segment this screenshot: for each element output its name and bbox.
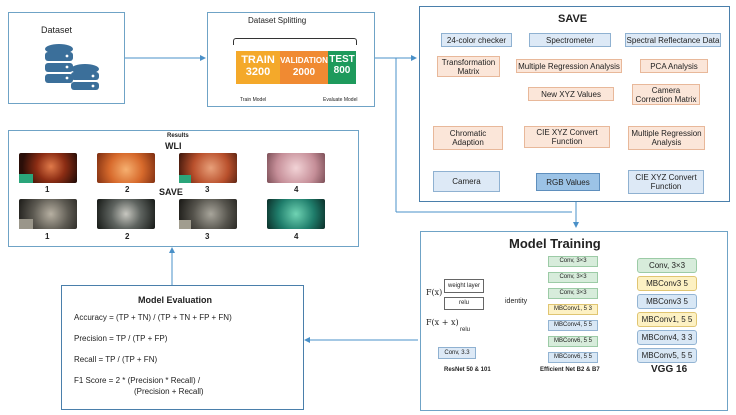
save-number-2: 2 (125, 232, 130, 241)
relu-output-label: relu (460, 327, 471, 333)
efficientnet-layer: Conv, 3×3 (548, 288, 598, 299)
dataset-splitting-panel: Dataset Splitting TRAIN 3200 VALIDATION … (207, 12, 375, 107)
validation-block: VALIDATION 2000 (280, 51, 328, 84)
efficientnet-layer: Conv, 3×3 (548, 256, 598, 267)
wli-number-4: 4 (294, 185, 299, 194)
wli-number-3: 3 (205, 185, 210, 194)
f1-formula-line2: (Precision + Recall) (134, 387, 204, 396)
chromatic-adaption-box: Chromatic Adaption (433, 126, 503, 150)
vgg-layer: MBConv3 5 (637, 294, 697, 309)
vgg-layer: MBConv5, 5 5 (637, 348, 697, 363)
efficientnet-layer: MBConv1, 5 3 (548, 304, 598, 315)
new-xyz-box: New XYZ Values (528, 87, 614, 101)
wli-label: WLI (165, 141, 182, 151)
save-image-1 (19, 199, 77, 229)
database-icon (45, 44, 99, 90)
spectrometer-box: Spectrometer (529, 33, 611, 47)
test-block: TEST 800 (328, 51, 356, 84)
transformation-matrix-box: Transformation Matrix (437, 56, 500, 77)
save-image-4 (267, 199, 325, 229)
wli-image-3 (179, 153, 237, 183)
train-name: TRAIN (241, 54, 275, 66)
test-count: 800 (333, 65, 351, 76)
conv33-box: Conv, 3.3 (438, 347, 476, 359)
fxx-label: F(x + x) (426, 318, 459, 327)
results-title: Results (167, 133, 189, 139)
train-count: 3200 (245, 66, 271, 78)
camera-box: Camera (433, 171, 500, 192)
spectral-box: Spectral Reflectance Data (625, 33, 721, 47)
split-bracket (233, 38, 357, 45)
save-results-label: SAVE (159, 187, 183, 197)
resnet-caption: ResNet 50 & 101 (444, 367, 491, 373)
vgg-layer: Conv, 3×3 (637, 258, 697, 273)
weight-layer-box: weight layer (444, 279, 484, 293)
f1-formula-line1: F1 Score = 2 * (Precision * Recall) / (74, 376, 201, 385)
efficientnet-layer: MBConv6, 5 5 (548, 352, 598, 363)
save-image-2 (97, 199, 155, 229)
precision-formula: Precision = TP / (TP + FP) (74, 334, 168, 343)
save-number-4: 4 (294, 232, 299, 241)
vgg-layer: MBConv4, 3 3 (637, 330, 697, 345)
wli-image-2 (97, 153, 155, 183)
rgb-values-box: RGB Values (536, 173, 600, 191)
efficientnet-caption: Efficient Net B2 & B7 (540, 367, 600, 373)
train-block: TRAIN 3200 (236, 51, 280, 84)
validation-count: 2000 (292, 67, 316, 78)
evaluation-title: Model Evaluation (138, 295, 213, 305)
vgg-caption: VGG 16 (651, 364, 688, 375)
splitting-title: Dataset Splitting (248, 16, 307, 25)
mra-mid-box: Multiple Regression Analysis (628, 126, 705, 150)
test-name: TEST (329, 54, 355, 65)
wli-number-2: 2 (125, 185, 130, 194)
mra-top-box: Multiple Regression Analysis (516, 59, 622, 73)
wli-image-4 (267, 153, 325, 183)
validation-name: VALIDATION (280, 56, 328, 65)
results-panel: Results WLI SAVE 1 2 3 4 1 2 3 4 (8, 130, 359, 247)
train-caption: Train Model (240, 97, 267, 103)
vgg-layer: MBConv3 5 (637, 276, 697, 291)
pca-box: PCA Analysis (640, 59, 708, 73)
accuracy-formula: Accuracy = (TP + TN) / (TP + TN + FP + F… (74, 313, 232, 322)
save-number-1: 1 (45, 232, 50, 241)
evaluate-caption: Evaluate Model (323, 97, 358, 103)
relu-box: relu (444, 297, 484, 310)
efficientnet-layer: MBConv4, 5 5 (548, 320, 598, 331)
dataset-label: Dataset (41, 25, 73, 35)
wli-number-1: 1 (45, 185, 50, 194)
color-checker-box: 24-color checker (441, 33, 512, 47)
save-number-3: 3 (205, 232, 210, 241)
cie-bottom-box: CIE XYZ Convert Function (628, 170, 704, 194)
dataset-panel: Dataset (8, 12, 125, 104)
efficientnet-layer: MBConv6, 5 5 (548, 336, 598, 347)
model-evaluation-panel: Model Evaluation Accuracy = (TP + TN) / … (61, 285, 304, 410)
fx-label: F(x) (426, 288, 443, 297)
save-image-3 (179, 199, 237, 229)
vgg-layer: MBConv1, 5 5 (637, 312, 697, 327)
training-title: Model Training (509, 236, 601, 251)
cie-mid-box: CIE XYZ Convert Function (524, 126, 610, 148)
identity-label: identity (505, 298, 528, 305)
recall-formula: Recall = TP / (TP + FN) (74, 355, 158, 364)
camera-correction-box: Camera Correction Matrix (632, 84, 700, 105)
wli-image-1 (19, 153, 77, 183)
efficientnet-layer: Conv, 3×3 (548, 272, 598, 283)
save-title: SAVE (558, 13, 588, 25)
